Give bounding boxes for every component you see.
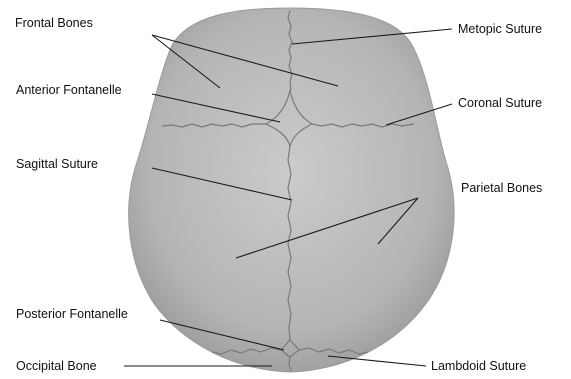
label-frontal-bones: Frontal Bones bbox=[15, 16, 93, 30]
label-metopic-suture: Metopic Suture bbox=[458, 22, 542, 36]
label-parietal-bones: Parietal Bones bbox=[461, 181, 542, 195]
label-occipital-bone: Occipital Bone bbox=[16, 359, 97, 373]
label-sagittal-suture: Sagittal Suture bbox=[16, 157, 98, 171]
label-lambdoid-suture: Lambdoid Suture bbox=[431, 359, 526, 373]
label-coronal-suture: Coronal Suture bbox=[458, 96, 542, 110]
label-anterior-fontanelle: Anterior Fontanelle bbox=[16, 83, 122, 97]
label-posterior-fontanelle: Posterior Fontanelle bbox=[16, 307, 128, 321]
skull-outline bbox=[129, 8, 454, 372]
